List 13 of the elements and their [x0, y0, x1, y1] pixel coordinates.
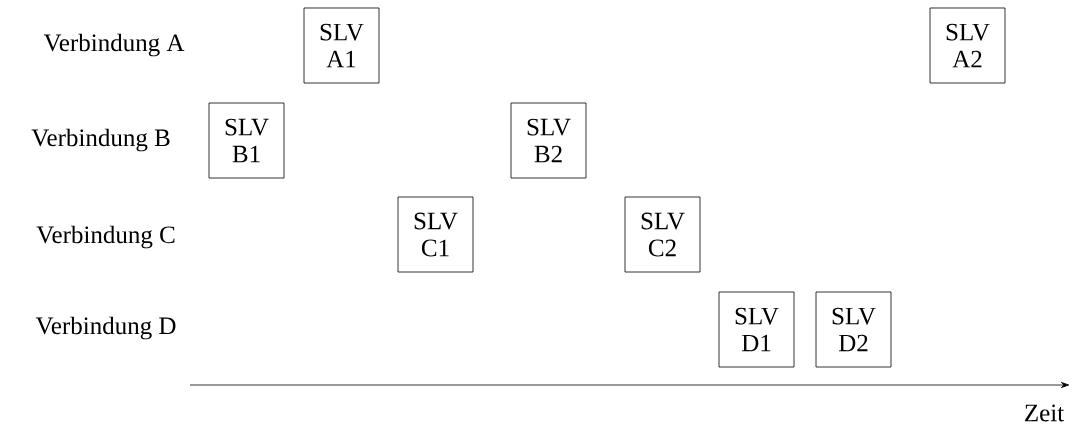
slv-box: SLV D1	[718, 291, 795, 368]
axis-label: Zeit	[1025, 404, 1064, 422]
row-label: Verbindung B	[31, 128, 170, 152]
slv-box: SLV B2	[510, 102, 587, 179]
slv-box: SLV C2	[624, 196, 701, 273]
slv-box: SLV A1	[303, 7, 380, 84]
slv-box: SLV D2	[815, 291, 892, 368]
row-label: Verbindung A	[43, 33, 185, 57]
slv-box: SLV A2	[929, 7, 1006, 84]
row-label: Verbindung D	[35, 316, 176, 340]
slv-box: SLV B1	[208, 102, 285, 179]
slv-box: SLV C1	[397, 196, 474, 273]
row-label: Verbindung C	[36, 225, 175, 249]
